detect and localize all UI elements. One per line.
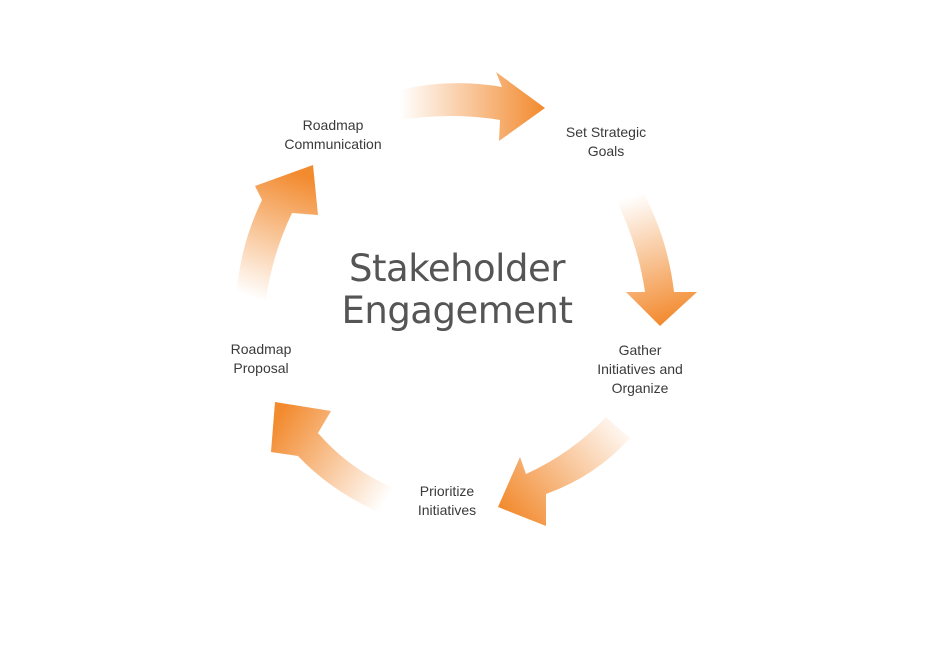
arrow-to-prioritize-initiatives xyxy=(498,417,630,526)
stage-label-prioritize-initiatives: Prioritize Initiatives xyxy=(417,483,477,518)
stage-label-gather-initiatives: Gather Initiatives and Organize xyxy=(597,342,683,396)
stage-label-roadmap-proposal: Roadmap Proposal xyxy=(230,341,292,376)
arrow-to-set-strategic-goals xyxy=(400,72,545,141)
stage-label-roadmap-communication: Roadmap Communication xyxy=(284,117,382,152)
arrow-to-roadmap-communication xyxy=(236,165,318,300)
stage-label-set-strategic-goals: Set Strategic Goals xyxy=(565,124,647,159)
center-title: Stakeholder Engagement xyxy=(341,247,573,332)
arrow-to-gather-initiatives xyxy=(616,194,697,326)
arrow-to-roadmap-proposal xyxy=(271,402,393,512)
